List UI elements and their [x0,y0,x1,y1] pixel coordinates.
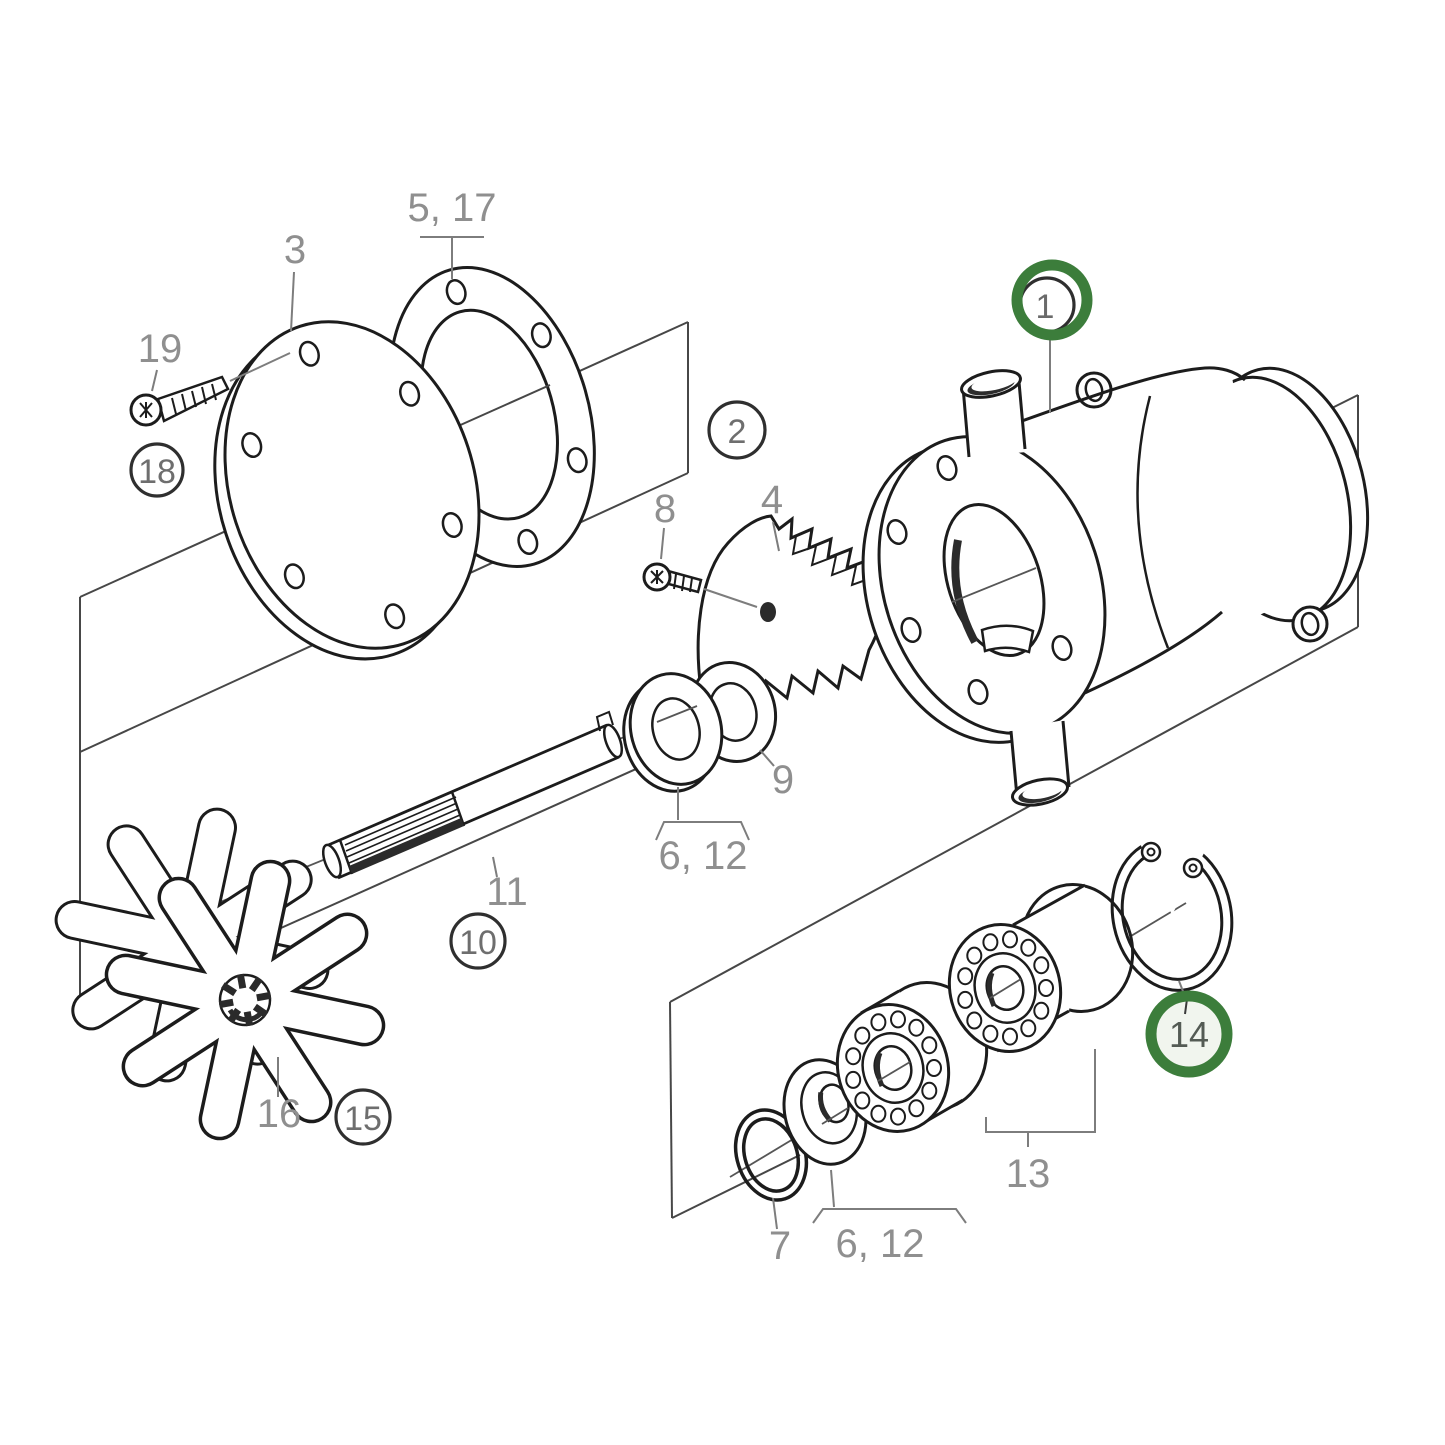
label-19: 19 [138,327,183,371]
plate-bolt-holes [241,340,463,630]
end-cover-plate [213,320,481,661]
screw-19-leader-line [229,352,291,382]
label-6-12-upper-bracket [655,821,750,841]
labels: 5, 17 3 19 8 4 9 6, 12 11 16 7 6, 12 13 [138,186,1096,1268]
sheet-d-bottom-edge [671,1154,801,1219]
screw-8-leader-line [703,588,758,608]
highlighted-callout-1[interactable]: 1 [1011,259,1093,413]
cam-screw [642,562,758,608]
callout-18-number: 18 [138,453,176,491]
callout-15: 15 [334,1088,392,1146]
housing-body-fill [952,376,1266,698]
cam-hole [760,602,776,622]
cam [696,514,889,705]
seal-bore [651,697,701,761]
flange-bolt-holes [886,455,1073,705]
label-6-12-upper: 6, 12 [659,834,748,878]
screw-threads [171,383,217,415]
drive-shaft [321,710,624,880]
seal-bore-shadow [817,1092,833,1123]
sheet-hd-shared-edge [669,626,1359,1003]
label-3-leader [290,271,295,332]
shaft-left-end-face [321,843,343,879]
label-7-leader [772,1197,778,1230]
torx-socket-icon [139,402,153,418]
label-5-17: 5, 17 [408,186,497,230]
top-port [960,369,1027,458]
impeller-front-blades [104,859,386,1141]
callout-14-number: 14 [1169,1014,1209,1055]
cam-screw-threads [673,573,693,593]
label-13-bracket [985,1049,1096,1147]
label-6-12-lower-bracket [812,1208,967,1224]
label-13: 13 [1006,1152,1051,1196]
callout-1-number: 1 [1036,288,1055,326]
bottom-ear-hole [1300,611,1320,637]
sheet-d-left-edge [669,1001,673,1219]
inner-seal-ring-group [622,660,778,793]
label-4: 4 [761,478,783,522]
housing-shoulder-line [1136,395,1170,649]
callout-14-highlight-ring [1145,990,1233,1078]
callout-14-fill [1151,996,1227,1072]
cam-blade-inner-edge [791,535,875,587]
callout-2-number: 2 [728,413,747,451]
callout-10-number: 10 [459,924,497,962]
circlip-right-lug [1182,857,1204,879]
shaft-splines [338,791,466,875]
highlighted-callout-14[interactable]: 14 [1145,980,1233,1078]
axis-segments-through-bores [656,567,1037,1125]
seal-front-ring [622,672,724,793]
rollers [845,1010,942,1126]
callout-15-number: 15 [344,1100,382,1138]
label-16: 16 [257,1092,302,1136]
impeller-hub-vanes [218,973,272,1027]
sheet-line-through-gasket-bore [446,384,551,432]
label-9-leader [759,749,775,767]
callout-18: 18 [129,442,185,498]
cover-screw [129,352,291,427]
circlip [1110,812,1234,992]
label-5-17-leader [420,236,484,279]
housing-bottom-edge [1075,610,1223,699]
bore-inner-shadow [951,539,979,644]
torx-socket-icon [650,570,664,584]
label-7: 7 [769,1224,791,1268]
label-4-leader [772,521,780,552]
bottom-port [1009,720,1071,807]
housing-bore [942,502,1046,658]
callout-1-highlight-ring [1011,259,1093,341]
callout-2: 2 [707,400,767,460]
spline-shadow [349,818,464,874]
impeller [54,807,386,1141]
label-6-12-lower-leader [830,1169,835,1208]
highlighted-callouts: 1 14 [1011,259,1233,1078]
label-3: 3 [284,228,306,272]
label-19-leader [151,369,158,392]
shaft-right-end-face [602,723,624,759]
label-8: 8 [654,487,676,531]
pump-housing [861,366,1370,807]
shaft-end-notch [595,710,614,732]
label-11-leader [492,856,498,878]
circlip-left-lug [1140,841,1162,863]
rollers [957,930,1054,1046]
callout-10: 10 [449,912,507,970]
bore-shadow [986,972,997,1008]
circlip-gap [1126,812,1218,915]
label-6-12-lower: 6, 12 [836,1222,925,1266]
label-9: 9 [772,758,794,802]
circled-callouts: 18 2 10 15 [129,400,767,1146]
label-11: 11 [486,870,528,914]
shaft-body [326,724,619,878]
label-8-leader [660,527,665,560]
bore-shadow [874,1052,885,1088]
cam-slot-in-bore [980,624,1035,654]
shaft-top-edge [325,723,608,848]
impeller-bore-shadow [227,1008,263,1023]
